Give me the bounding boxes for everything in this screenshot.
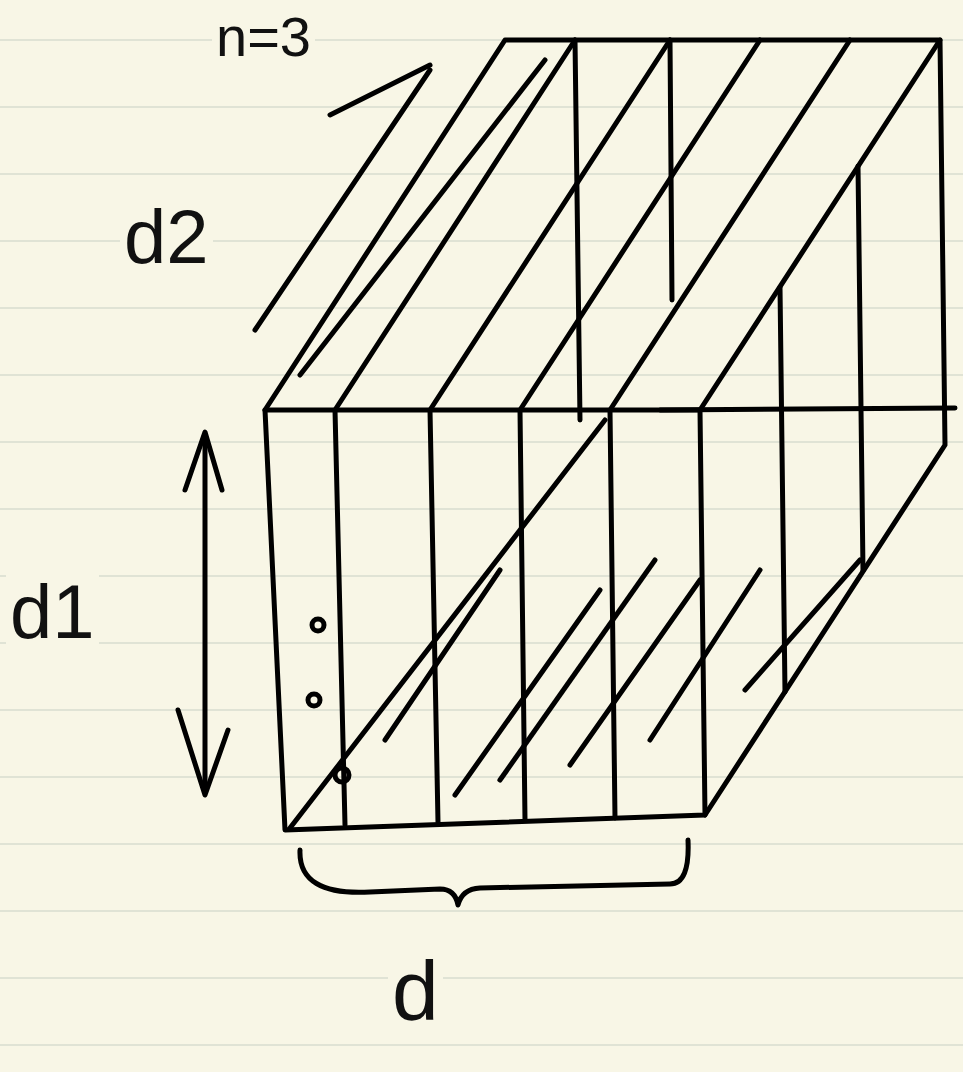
- dimension-label-holder: d: [388, 945, 443, 1037]
- hatch-line: [660, 408, 955, 410]
- dot: [312, 619, 324, 631]
- paper-rule: [0, 374, 963, 376]
- hatch-line: [330, 65, 430, 115]
- slice-line: [430, 40, 670, 410]
- hatch-line: [300, 60, 545, 375]
- right-face: [705, 40, 945, 815]
- hatch-line: [745, 560, 860, 690]
- count-label: n=3: [212, 6, 315, 68]
- hatch-line: [290, 420, 605, 828]
- hatch-line: [570, 580, 700, 765]
- top-face: [265, 40, 940, 410]
- paper-rule: [0, 173, 963, 175]
- dimension-label: d2: [120, 195, 213, 279]
- paper-rules: [0, 40, 963, 1045]
- paper-rule: [0, 106, 963, 108]
- paper-rule: [0, 776, 963, 778]
- arrow-head: [178, 710, 228, 795]
- dimension-label-holder: d2: [120, 195, 213, 279]
- hatch-line: [455, 590, 600, 795]
- slice-line: [520, 40, 760, 410]
- count-label-holder: n=3: [212, 6, 315, 68]
- hatch-line: [500, 560, 655, 780]
- paper-rule: [0, 307, 963, 309]
- slice-line: [430, 410, 438, 822]
- dot: [335, 768, 349, 782]
- slice-line: [575, 40, 580, 420]
- paper-rule: [0, 977, 963, 979]
- paper-rule: [0, 910, 963, 912]
- slice-line: [858, 166, 863, 571]
- paper-rule: [0, 508, 963, 510]
- tensor-block: [178, 40, 955, 905]
- paper-rule: [0, 709, 963, 711]
- arrow-head: [185, 432, 222, 490]
- slice-line: [520, 410, 525, 820]
- dimension-label: d1: [6, 570, 99, 654]
- paper-rule: [0, 441, 963, 443]
- slice-line: [670, 40, 672, 300]
- dimension-arrow: [203, 435, 208, 790]
- front-face: [265, 410, 705, 830]
- slice-line: [610, 40, 850, 410]
- dot: [308, 694, 320, 706]
- paper-rule: [0, 1044, 963, 1046]
- dimension-brace: [300, 840, 688, 905]
- hatch-line: [385, 570, 500, 740]
- dimension-label-holder: d1: [6, 570, 99, 654]
- dimension-label: d: [388, 945, 443, 1037]
- slice-line: [780, 287, 785, 692]
- hatch-line: [650, 570, 760, 740]
- paper-rule: [0, 843, 963, 845]
